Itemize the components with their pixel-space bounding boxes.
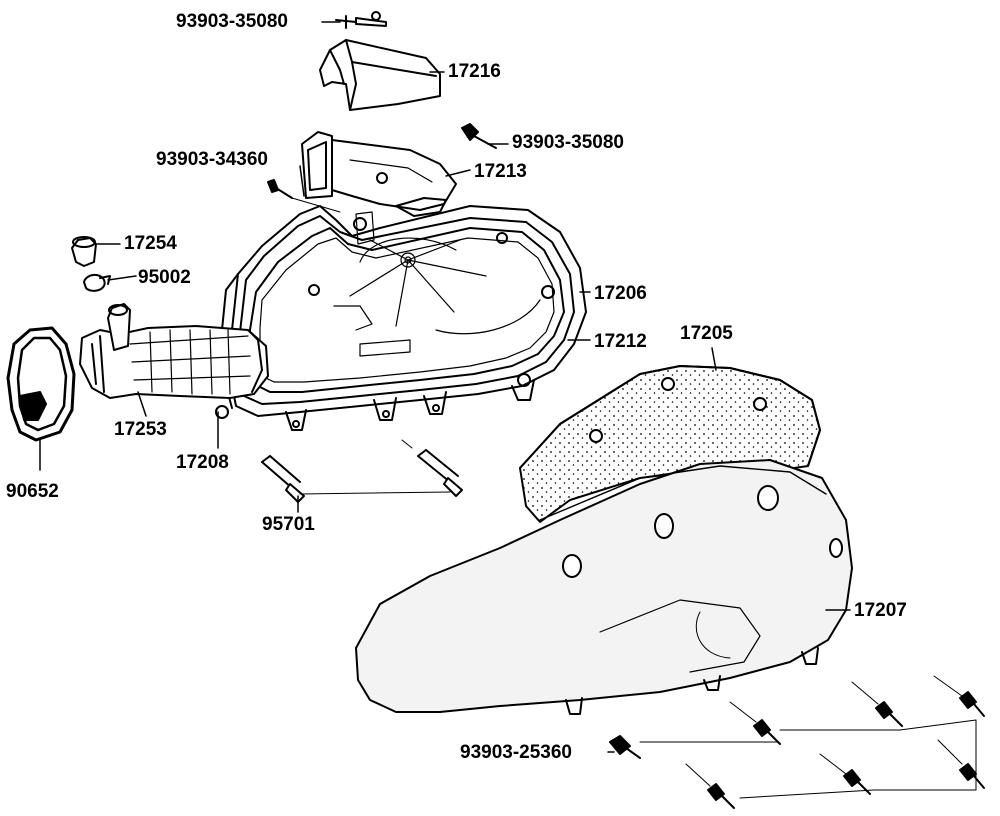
- label-17212: 17212: [594, 331, 647, 352]
- clip-95002: [83, 274, 111, 292]
- label-17216: 17216: [448, 61, 501, 82]
- cap-17216: [319, 39, 441, 111]
- label-17207: 17207: [854, 600, 907, 621]
- label-95701: 95701: [262, 514, 315, 535]
- label-93903-25360: 93903-25360: [460, 742, 572, 763]
- screw-93903-34360: [267, 179, 341, 213]
- label-17206: 17206: [594, 283, 647, 304]
- label-17208: 17208: [176, 452, 229, 473]
- label-93903-35080-top: 93903-35080: [176, 11, 288, 32]
- drain-cap-17254: [71, 236, 97, 267]
- intake-tube-17253: [79, 303, 269, 399]
- screws-93903-25360: [609, 675, 985, 809]
- label-90652: 90652: [6, 481, 59, 502]
- filter-element-17205: [519, 365, 821, 523]
- bolts-95701: [261, 439, 463, 503]
- leader-lines: [95, 21, 851, 753]
- screw-93903-35080-top: [335, 11, 387, 29]
- housing-17206: [215, 205, 587, 431]
- intake-duct-17213: [301, 131, 457, 217]
- label-95002: 95002: [138, 267, 191, 288]
- clamp-band-90652: [6, 326, 76, 471]
- cover-17207: [355, 459, 853, 715]
- label-17213: 17213: [474, 161, 527, 182]
- screw-93903-35080-mid: [461, 123, 497, 149]
- label-17254: 17254: [124, 233, 177, 254]
- label-17205: 17205: [680, 323, 733, 344]
- label-93903-34360: 93903-34360: [156, 149, 268, 170]
- label-93903-35080-mid: 93903-35080: [512, 132, 624, 153]
- label-17253: 17253: [114, 419, 167, 440]
